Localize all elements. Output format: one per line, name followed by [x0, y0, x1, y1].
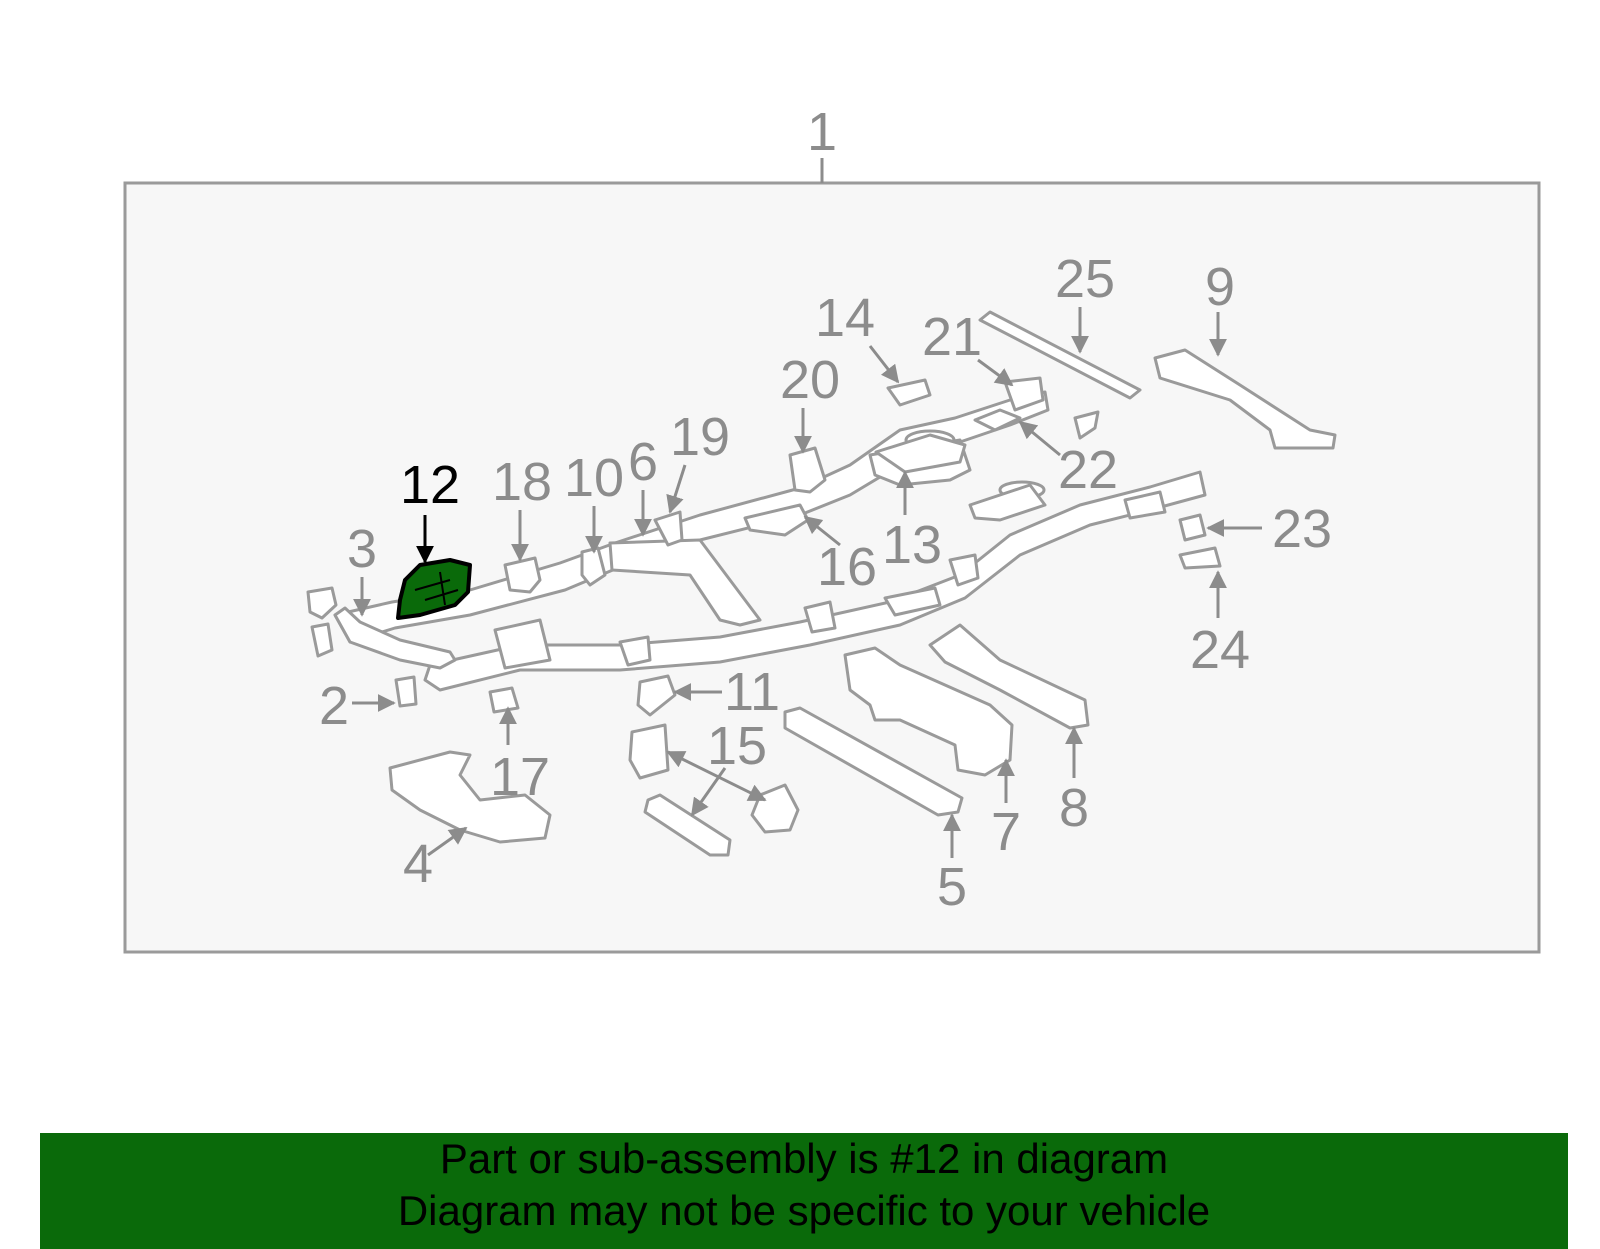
callout-2: 2: [319, 676, 349, 736]
callout-7: 7: [991, 802, 1021, 862]
part-23: [1178, 513, 1207, 542]
leader-21: [977, 358, 1014, 387]
bracket-22b: [1073, 410, 1100, 440]
leader-14: [868, 345, 900, 384]
callout-3: 3: [347, 519, 377, 579]
bracket-21: [1003, 376, 1045, 412]
part-8: [928, 623, 1090, 730]
part-9: [1153, 348, 1337, 450]
bracket-14: [886, 378, 932, 407]
part-4: [388, 750, 552, 844]
callout-10: 10: [564, 448, 624, 508]
callout-24: 24: [1190, 620, 1250, 680]
leader-15b: [690, 767, 727, 817]
front-bracket-right: [310, 622, 334, 658]
bracket-19: [653, 510, 684, 547]
part-24: [1178, 546, 1222, 570]
callout-15: 15: [707, 716, 767, 776]
leader-4: [427, 826, 468, 857]
part-12-detail: [414, 571, 459, 606]
callout-4: 4: [403, 834, 433, 894]
callout-12[interactable]: 12: [400, 455, 460, 515]
callout-25: 25: [1055, 249, 1115, 309]
callout-23: 23: [1272, 499, 1332, 559]
callout-20: 20: [780, 350, 840, 410]
part-15b: [643, 793, 732, 857]
callout-17: 17: [490, 747, 550, 807]
lower-rail-mount: [493, 618, 552, 670]
bracket-17: [488, 686, 520, 714]
callout-21: 21: [922, 307, 982, 367]
callout-5: 5: [937, 857, 967, 917]
front-crossmember: [333, 606, 457, 670]
callout-8: 8: [1059, 778, 1089, 838]
lower-rail-bracket-d: [948, 553, 980, 587]
part-25: [978, 310, 1142, 400]
part-13-plate: [874, 433, 967, 474]
callout-13: 13: [882, 515, 942, 575]
middle-crossmember: [608, 538, 762, 627]
callout-22: 22: [1058, 440, 1118, 500]
callout-11: 11: [724, 662, 780, 722]
callouts: 1 2 3 4 5 6 7 8 9 10 11 12 13 14 15 16 1: [319, 102, 1332, 917]
leader-16: [803, 515, 841, 547]
part-7: [843, 646, 1014, 777]
front-bracket-left: [306, 586, 338, 620]
lower-rail-bracket-b: [803, 600, 837, 634]
part-5: [783, 706, 964, 817]
banner-line-2: Diagram may not be specific to your vehi…: [397, 1187, 1211, 1234]
frame-assembly: [306, 310, 1337, 857]
part-11: [636, 674, 677, 717]
bracket-18: [503, 556, 542, 594]
lower-rail-bracket-e: [1123, 490, 1167, 520]
leader-19: [666, 464, 687, 514]
rear-lower-bracket: [968, 483, 1047, 522]
callout-19: 19: [670, 407, 730, 467]
lower-rail-bracket-a: [618, 635, 652, 667]
callout-16: 16: [817, 537, 877, 597]
part-12-highlighted[interactable]: [396, 558, 472, 620]
part-15a: [628, 723, 670, 780]
leader-15a: [666, 750, 767, 802]
callout-18: 18: [492, 452, 552, 512]
lower-rail-bracket-c: [883, 586, 942, 617]
leader-22: [1018, 420, 1061, 457]
info-banner: Part or sub-assembly is #12 in diagram D…: [40, 1133, 1568, 1249]
callout-1: 1: [807, 102, 837, 162]
lower-rail: [423, 470, 1207, 692]
bracket-16: [743, 503, 810, 537]
callout-14: 14: [815, 288, 875, 348]
callout-6: 6: [628, 432, 658, 492]
bracket-22a: [973, 408, 1022, 432]
diagram-panel: [123, 181, 1541, 954]
bracket-2: [394, 675, 418, 708]
callout-9: 9: [1205, 257, 1235, 317]
banner-line-1: Part or sub-assembly is #12 in diagram: [439, 1135, 1169, 1182]
